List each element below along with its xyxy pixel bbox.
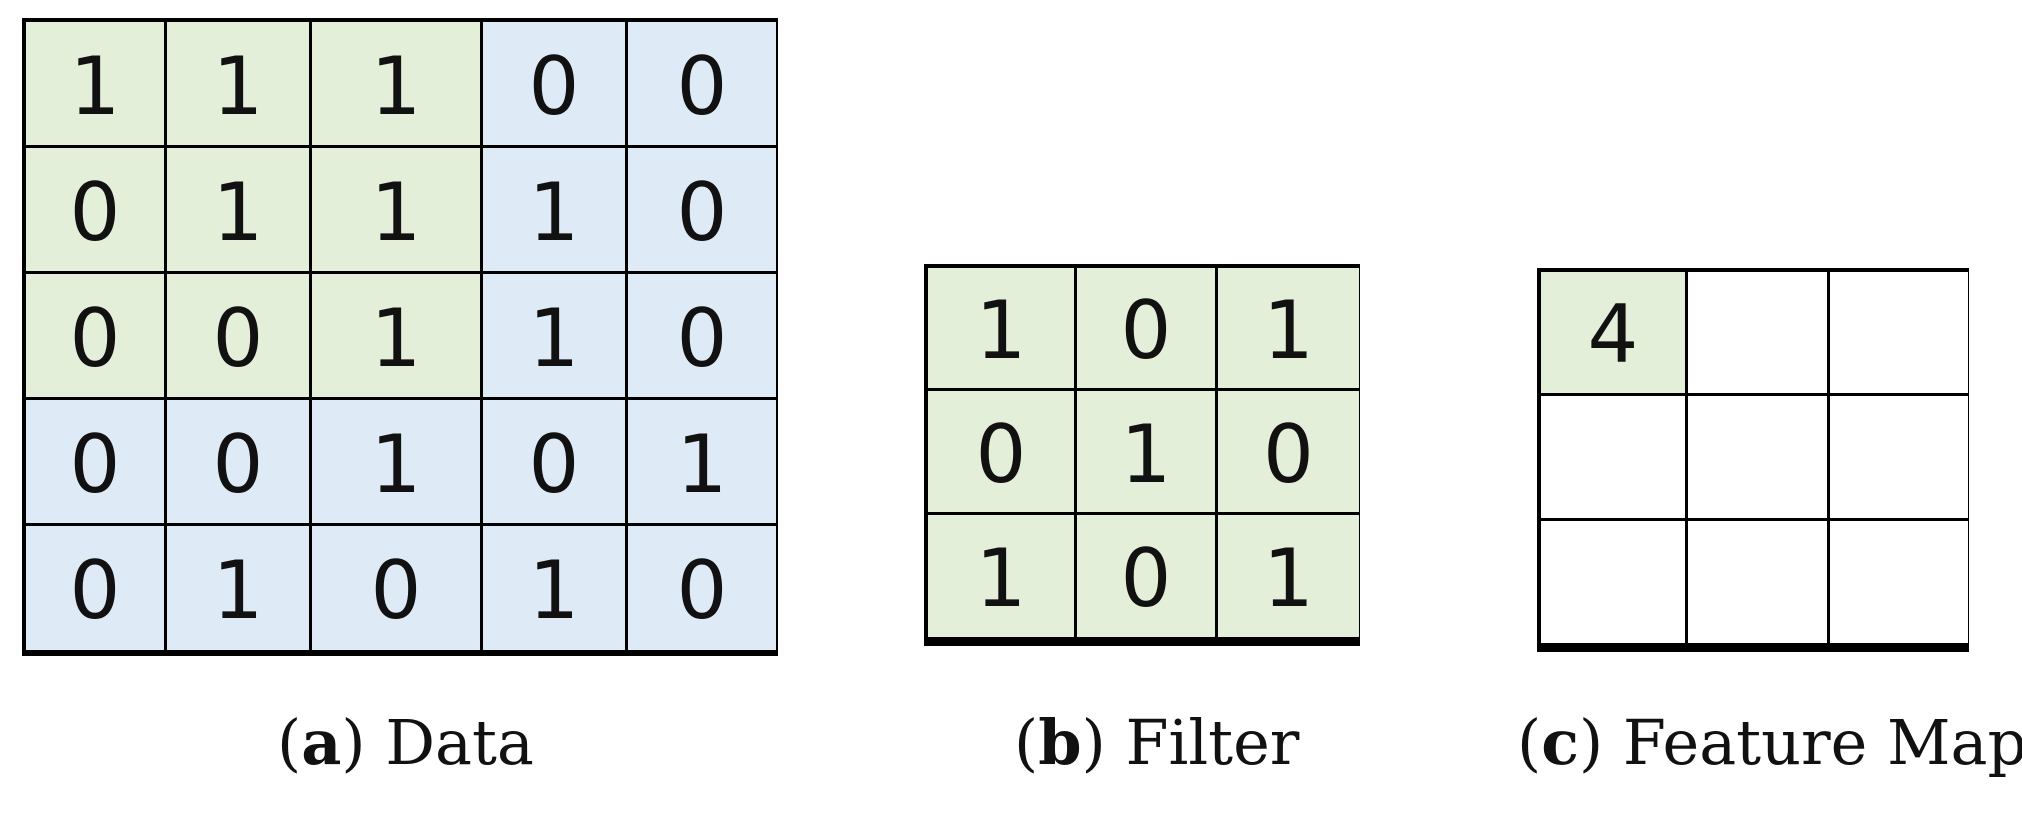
data-cell: 0	[26, 274, 164, 397]
feature-map-cell	[1688, 396, 1827, 518]
data-cell: 1	[483, 274, 625, 397]
feature-map-caption: (c) Feature Map	[1517, 712, 2022, 774]
caption-letter: c	[1541, 706, 1579, 779]
feature-map-cell: 4	[1541, 272, 1685, 393]
data-cell: 1	[483, 148, 625, 271]
filter-cell: 1	[1218, 515, 1359, 637]
filter-matrix: 1 0 1 0 1 0 1 0 1	[924, 264, 1360, 646]
data-cell: 1	[312, 22, 480, 145]
data-cell: 1	[483, 526, 625, 650]
filter-cell: 1	[928, 515, 1074, 637]
feature-map-cell	[1541, 396, 1685, 518]
data-cell: 0	[628, 526, 776, 650]
data-cell: 0	[628, 274, 776, 397]
data-cell: 0	[167, 274, 309, 397]
data-cell: 0	[167, 400, 309, 523]
caption-label: Filter	[1125, 706, 1300, 779]
feature-map-cell	[1830, 521, 1968, 643]
data-cell: 1	[26, 22, 164, 145]
data-caption: (a) Data	[277, 706, 534, 779]
data-cell: 0	[26, 526, 164, 650]
feature-map-cell	[1830, 396, 1968, 518]
data-cell: 1	[628, 400, 776, 523]
data-cell: 1	[167, 526, 309, 650]
caption-label: Feature Map	[1622, 706, 2022, 779]
feature-map-cell	[1688, 521, 1827, 643]
data-cell: 1	[312, 400, 480, 523]
data-cell: 0	[483, 22, 625, 145]
filter-cell: 0	[928, 391, 1074, 512]
data-cell: 0	[312, 526, 480, 650]
feature-map-cell	[1830, 272, 1968, 393]
feature-map-cell	[1541, 521, 1685, 643]
data-matrix: 1 1 1 0 0 0 1 1 1 0 0 0 1 1 0 0 0 1 0 1 …	[22, 18, 778, 656]
feature-map-cell	[1688, 272, 1827, 393]
filter-cell: 0	[1077, 268, 1215, 388]
caption-letter: b	[1038, 706, 1082, 779]
filter-cell: 0	[1077, 515, 1215, 637]
data-cell: 0	[628, 148, 776, 271]
data-cell: 1	[312, 274, 480, 397]
data-cell: 0	[483, 400, 625, 523]
filter-cell: 1	[1218, 268, 1359, 388]
filter-cell: 0	[1218, 391, 1359, 512]
caption-letter: a	[301, 706, 342, 779]
filter-cell: 1	[928, 268, 1074, 388]
caption-label: Data	[385, 706, 534, 779]
filter-caption: (b) Filter	[1014, 706, 1300, 779]
data-cell: 0	[26, 148, 164, 271]
data-cell: 1	[167, 22, 309, 145]
data-cell: 1	[167, 148, 309, 271]
filter-cell: 1	[1077, 391, 1215, 512]
feature-map-matrix: 4	[1537, 268, 1969, 652]
data-cell: 0	[628, 22, 776, 145]
data-cell: 0	[26, 400, 164, 523]
data-cell: 1	[312, 148, 480, 271]
